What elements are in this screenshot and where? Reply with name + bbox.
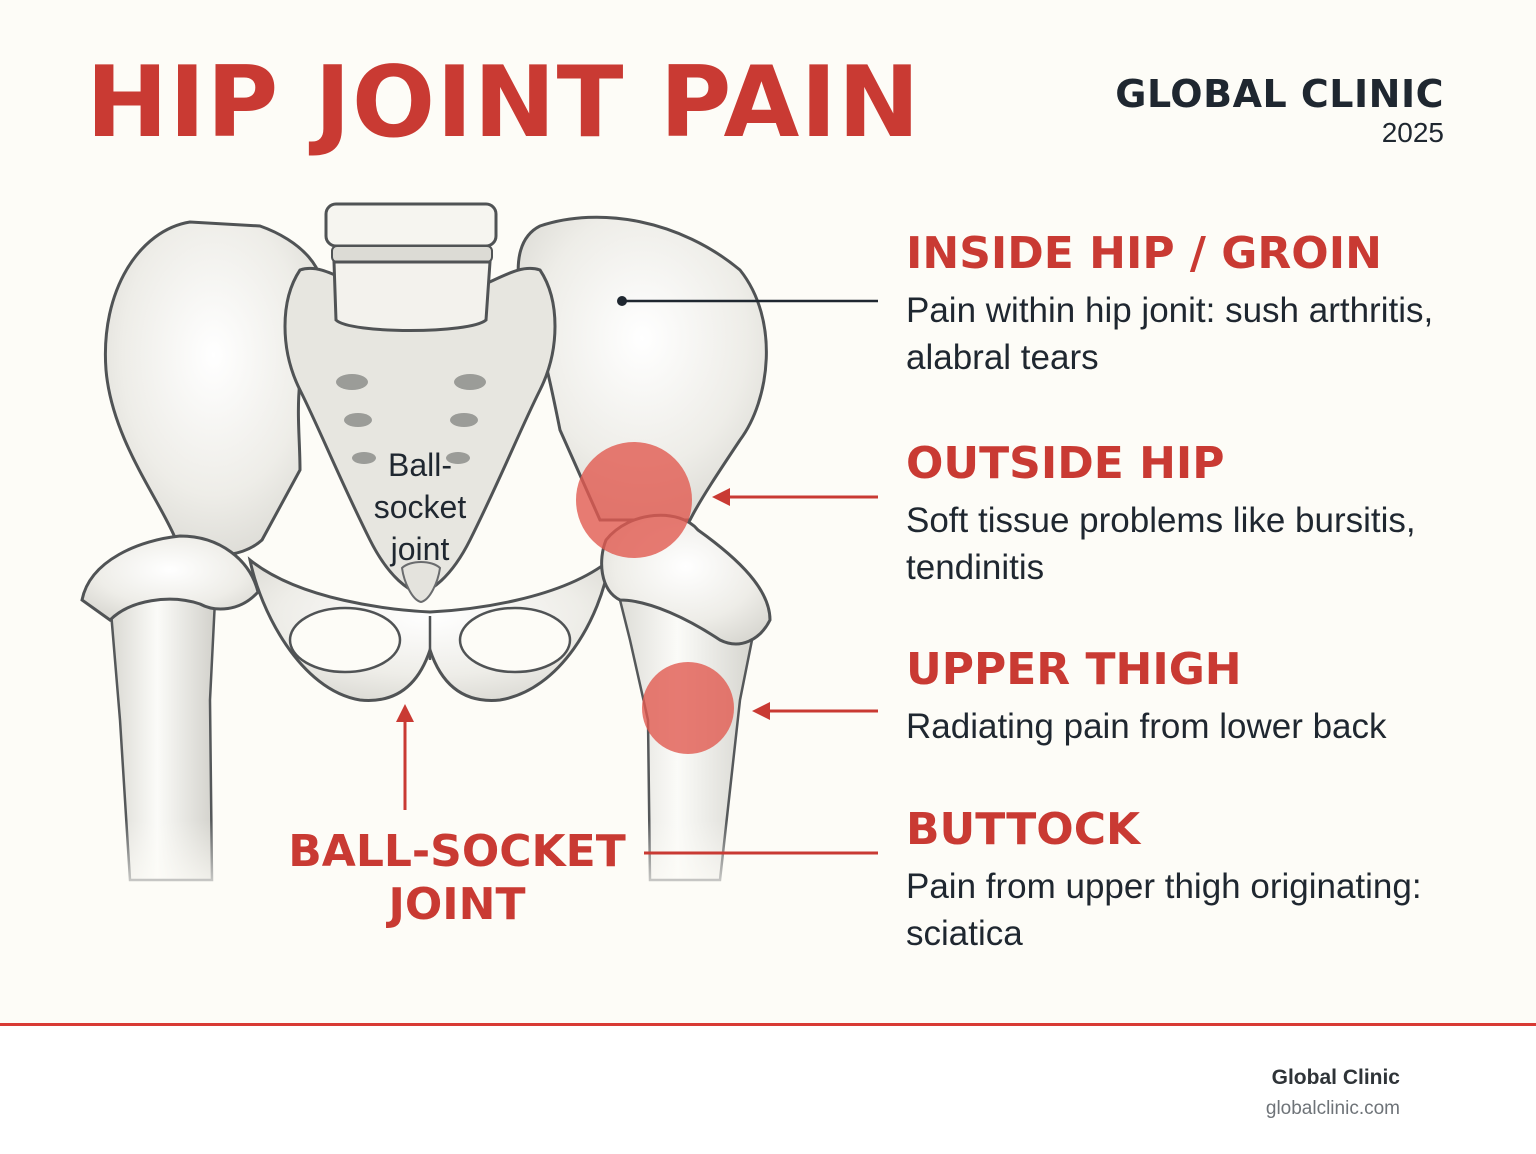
sacral-foramina: [336, 374, 486, 464]
callout-heading: OUTSIDE HIP: [906, 438, 1225, 489]
callout-heading: BUTTOCK: [906, 804, 1141, 855]
arrow-ball-socket: [396, 704, 414, 722]
callout-heading: UPPER THIGH: [906, 644, 1242, 695]
ball-socket-label: BALL-SOCKET JOINT: [272, 826, 642, 932]
ball-socket-label-text: BALL-SOCKET JOINT: [288, 826, 626, 930]
callout-description: Pain from upper thigh originating: sciat…: [906, 866, 1422, 954]
footer: [0, 1026, 1536, 1154]
left-iliac-wing: [103, 220, 324, 557]
left-femoral-head: [80, 534, 260, 622]
inner-joint-label: Ball- socket joint: [360, 444, 480, 571]
arrow-outside-hip: [712, 488, 730, 506]
footer-name: Global Clinic: [1271, 1066, 1400, 1089]
pain-spot-outside-hip: [576, 442, 692, 558]
callout-inside-hip: INSIDE HIP / GROIN Pain within hip jonit…: [906, 228, 1466, 381]
callout-outside-hip: OUTSIDE HIP Soft tissue problems like bu…: [906, 438, 1466, 591]
lumbar-disc: [331, 245, 493, 263]
left-obturator-foramen: [288, 606, 402, 674]
callout-upper-thigh: UPPER THIGH Radiating pain from lower ba…: [906, 644, 1466, 750]
brand-name: GLOBAL CLINIC: [1115, 72, 1444, 116]
callout-description: Soft tissue problems like bursitis, tend…: [906, 500, 1416, 588]
pain-spot-upper-thigh: [642, 662, 734, 754]
lumbar-vertebra-lower: [332, 260, 492, 332]
footer-url: globalclinic.com: [1265, 1098, 1400, 1119]
callout-description: Radiating pain from lower back: [906, 706, 1387, 746]
right-obturator-foramen: [458, 606, 572, 674]
callout-buttock: BUTTOCK Pain from upper thigh originatin…: [906, 804, 1466, 957]
footer-divider: [0, 1023, 1536, 1026]
lumbar-vertebra-upper: [324, 202, 498, 248]
callout-heading: INSIDE HIP / GROIN: [906, 228, 1382, 279]
coccyx: [400, 561, 442, 604]
brand-year: 2025: [1381, 116, 1444, 148]
brand-block: GLOBAL CLINIC 2025: [1115, 72, 1444, 149]
arrow-upper-thigh: [752, 702, 770, 720]
page-title: HIP JOINT PAIN: [86, 46, 921, 160]
callout-description: Pain within hip jonit: sush arthritis, a…: [906, 290, 1434, 378]
inner-joint-label-text: Ball- socket joint: [373, 447, 467, 568]
